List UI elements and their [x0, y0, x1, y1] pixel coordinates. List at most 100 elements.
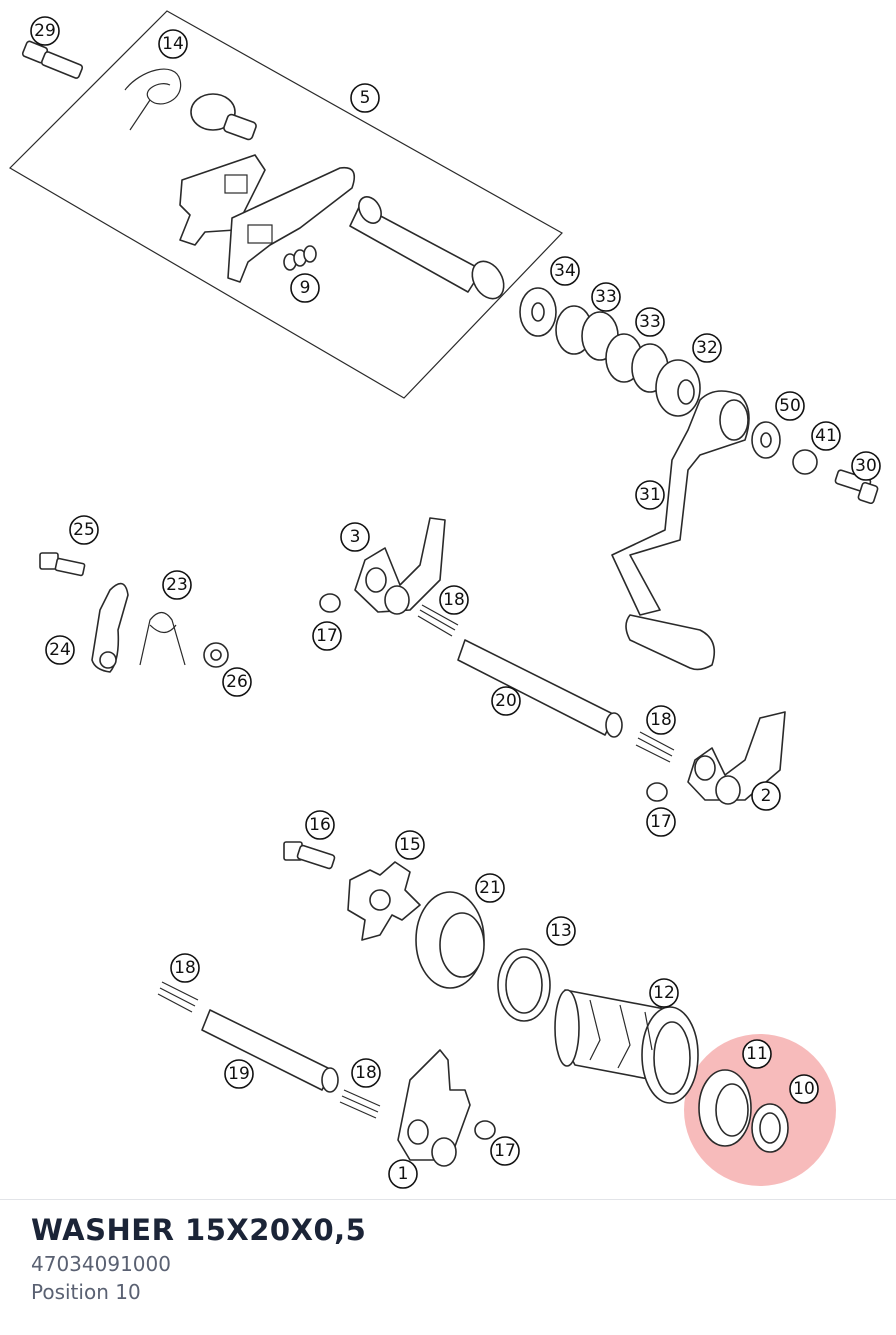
callout-20[interactable]: 20: [491, 686, 521, 716]
callout-41[interactable]: 41: [811, 421, 841, 451]
callout-label: 33: [639, 312, 661, 332]
callout-9[interactable]: 9: [290, 273, 320, 303]
callout-5[interactable]: 5: [350, 83, 380, 113]
part-15-shift-star[interactable]: [347, 861, 421, 941]
part-title: WASHER 15X20X0,5: [31, 1213, 367, 1247]
callout-11[interactable]: 11: [742, 1039, 772, 1069]
callout-33-b[interactable]: 33: [635, 307, 665, 337]
callout-label: 18: [355, 1063, 377, 1083]
diagram-canvas: 29 14 5 9 34 33 33 32 50 41 30 31 25 3 2…: [9, 10, 881, 1189]
part-14-spring[interactable]: [124, 68, 182, 131]
part-50-washer[interactable]: [751, 421, 781, 459]
part-3-shift-fork[interactable]: [354, 517, 446, 615]
callout-17-b[interactable]: 17: [646, 807, 676, 837]
callout-18-c[interactable]: 18: [170, 953, 200, 983]
part-21-bearing[interactable]: [415, 891, 485, 989]
part-17-pin-a[interactable]: [319, 593, 341, 613]
part-1-shift-fork[interactable]: [397, 1049, 471, 1167]
callout-2[interactable]: 2: [751, 781, 781, 811]
callout-15[interactable]: 15: [395, 830, 425, 860]
callout-label: 24: [49, 640, 71, 660]
callout-34[interactable]: 34: [550, 256, 580, 286]
part-29-bolt[interactable]: [21, 40, 84, 79]
callout-33-a[interactable]: 33: [591, 282, 621, 312]
part-25-bolt[interactable]: [39, 552, 86, 577]
callout-label: 34: [554, 261, 576, 281]
callout-18-d[interactable]: 18: [351, 1058, 381, 1088]
callout-3[interactable]: 3: [340, 522, 370, 552]
part-23-spring[interactable]: [139, 611, 186, 666]
callout-label: 29: [34, 21, 56, 41]
callout-25[interactable]: 25: [69, 515, 99, 545]
callout-label: 1: [398, 1164, 409, 1184]
part-32-washer[interactable]: [655, 359, 701, 417]
part-shift-knob[interactable]: [190, 93, 257, 141]
callout-21[interactable]: 21: [475, 873, 505, 903]
callout-13[interactable]: 13: [546, 916, 576, 946]
part-34-washer[interactable]: [519, 287, 557, 337]
part-24-lever[interactable]: [91, 582, 129, 673]
callout-label: 10: [793, 1079, 815, 1099]
part-18-spring-c[interactable]: [157, 981, 199, 1013]
callout-label: 15: [399, 835, 421, 855]
callout-label: 11: [746, 1044, 768, 1064]
part-33-bushing-a[interactable]: [555, 305, 619, 361]
callout-label: 19: [228, 1064, 250, 1084]
part-shift-plate[interactable]: [179, 154, 266, 246]
part-2-shift-fork[interactable]: [687, 711, 786, 805]
part-9-rings[interactable]: [283, 245, 317, 271]
part-18-spring-d[interactable]: [339, 1089, 381, 1119]
callout-30[interactable]: 30: [851, 451, 881, 481]
callout-label: 16: [309, 815, 331, 835]
callout-23[interactable]: 23: [162, 570, 192, 600]
part-31-shift-pedal[interactable]: [611, 390, 750, 671]
callout-label: 3: [350, 527, 361, 547]
callout-17-c[interactable]: 17: [490, 1136, 520, 1166]
part-18-spring-b[interactable]: [635, 731, 675, 763]
callout-29[interactable]: 29: [30, 16, 60, 46]
part-shift-lever[interactable]: [227, 166, 356, 283]
callout-label: 17: [650, 812, 672, 832]
callout-17-a[interactable]: 17: [312, 621, 342, 651]
part-11-bearing[interactable]: [698, 1069, 752, 1147]
callout-31[interactable]: 31: [635, 480, 665, 510]
callout-10[interactable]: 10: [789, 1074, 819, 1104]
callout-label: 31: [639, 485, 661, 505]
part-13-ring[interactable]: [497, 948, 551, 1022]
callout-label: 50: [779, 396, 801, 416]
part-shift-shaft[interactable]: [349, 193, 510, 304]
part-41-clip[interactable]: [792, 449, 818, 475]
callout-32[interactable]: 32: [692, 333, 722, 363]
callout-19[interactable]: 19: [224, 1059, 254, 1089]
callout-50[interactable]: 50: [775, 391, 805, 421]
callout-1[interactable]: 1: [388, 1159, 418, 1189]
callout-label: 18: [443, 590, 465, 610]
callout-18-a[interactable]: 18: [439, 585, 469, 615]
part-number: 47034091000: [31, 1251, 171, 1276]
callout-18-b[interactable]: 18: [646, 705, 676, 735]
part-19-shaft[interactable]: [201, 1009, 339, 1093]
callout-26[interactable]: 26: [222, 667, 252, 697]
part-18-spring-a[interactable]: [417, 604, 459, 637]
callout-label: 17: [494, 1141, 516, 1161]
part-info-panel: WASHER 15X20X0,5 47034091000 Position 10: [31, 1212, 876, 1306]
callout-24[interactable]: 24: [45, 635, 75, 665]
part-10-washer[interactable]: [751, 1103, 789, 1153]
callout-12[interactable]: 12: [649, 978, 679, 1008]
part-17-pin-b[interactable]: [646, 782, 668, 802]
part-16-bolt[interactable]: [283, 841, 336, 870]
part-12-shift-drum[interactable]: [554, 989, 699, 1104]
callout-14[interactable]: 14: [158, 29, 188, 59]
callout-label: 25: [73, 520, 95, 540]
callout-16[interactable]: 16: [305, 810, 335, 840]
part-position: Position 10: [31, 1280, 141, 1305]
part-17-pin-c[interactable]: [474, 1120, 496, 1140]
part-30-bolt[interactable]: [834, 469, 879, 505]
callout-label: 9: [300, 278, 311, 298]
callout-label: 18: [174, 958, 196, 978]
part-33-bushing-b[interactable]: [605, 333, 669, 393]
part-26-bushing[interactable]: [203, 642, 229, 668]
part-20-shaft[interactable]: [457, 639, 623, 738]
callout-label: 30: [855, 456, 877, 476]
callout-label: 13: [550, 921, 572, 941]
